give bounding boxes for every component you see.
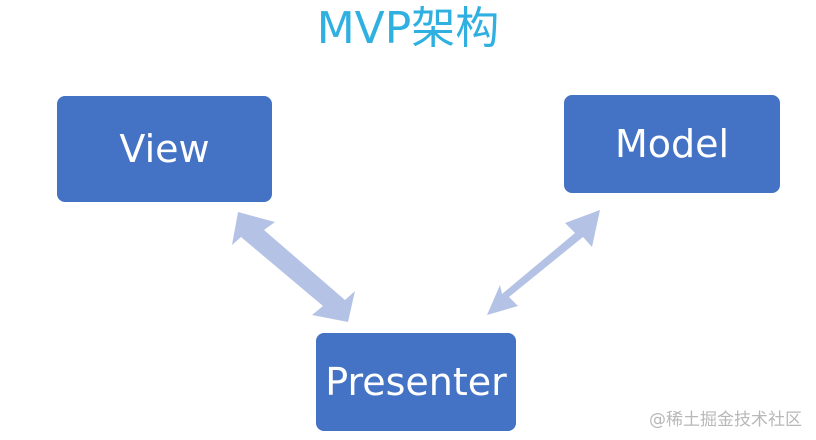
- view-presenter-double-arrow: [232, 212, 355, 322]
- model-label: Model: [614, 122, 730, 166]
- diagram-title: MVP架构: [316, 3, 500, 54]
- presenter-node: Presenter: [316, 333, 516, 431]
- model-presenter-double-arrow: [487, 210, 600, 315]
- view-label: View: [119, 127, 210, 171]
- watermark: @稀土掘金技术社区: [649, 410, 802, 430]
- view-node: View: [57, 96, 272, 202]
- presenter-label: Presenter: [325, 360, 507, 404]
- model-node: Model: [564, 95, 780, 193]
